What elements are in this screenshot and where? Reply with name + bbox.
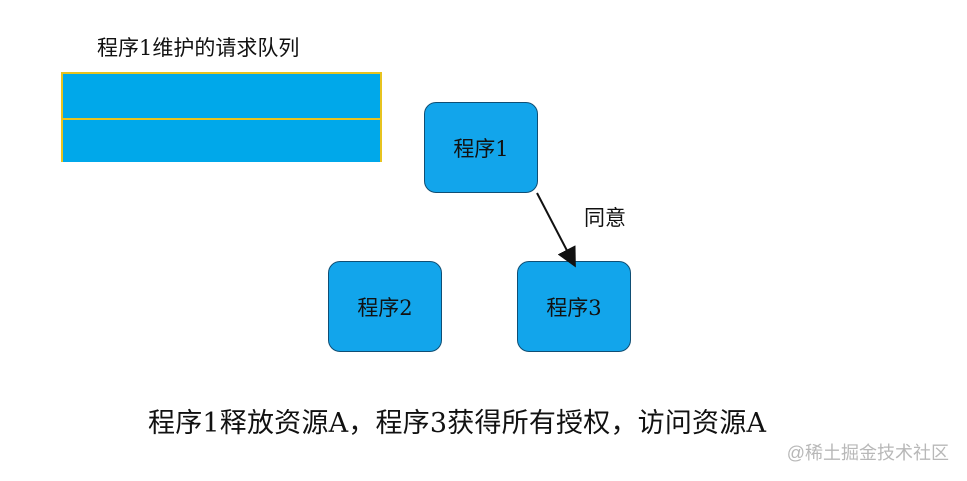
queue-row-2 <box>63 118 380 162</box>
agree-edge-label: 同意 <box>584 206 626 230</box>
diagram-caption: 程序1释放资源A，程序3获得所有授权，访问资源A <box>148 408 767 439</box>
program-3-label: 程序3 <box>546 295 602 320</box>
watermark: @稀土掘金技术社区 <box>786 443 949 463</box>
program-2-label: 程序2 <box>357 295 413 320</box>
program-1-node: 程序1 <box>424 102 538 193</box>
program-1-label: 程序1 <box>453 136 509 161</box>
program-2-node: 程序2 <box>328 261 442 352</box>
queue-row-1 <box>63 74 380 118</box>
program-1-to-program-3-arrow <box>536 192 576 268</box>
request-queue <box>61 72 382 162</box>
program-3-node: 程序3 <box>517 261 631 352</box>
queue-title: 程序1维护的请求队列 <box>97 36 300 60</box>
